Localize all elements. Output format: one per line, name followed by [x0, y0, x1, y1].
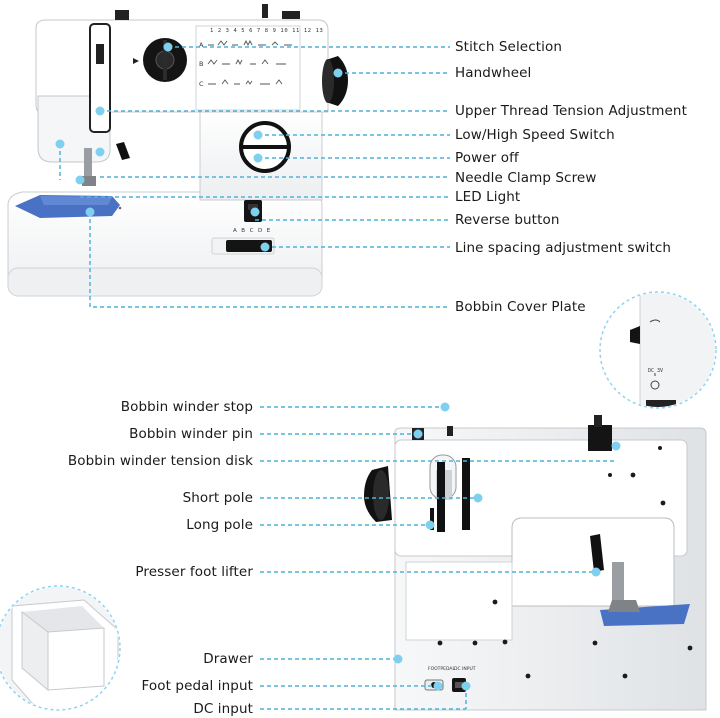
label-reverse-button: Reverse button	[455, 212, 560, 228]
label-short-pole: Short pole	[182, 490, 253, 506]
front-dots	[55, 42, 343, 252]
inset-port-label: DC 3V	[648, 368, 664, 374]
inset-drawer	[0, 585, 121, 711]
label-long-pole: Long pole	[186, 517, 253, 533]
label-bobbin-winder-tension-disk: Bobbin winder tension disk	[67, 453, 253, 469]
label-drawer: Drawer	[203, 651, 253, 667]
front-leaders	[59, 46, 450, 308]
back-dots	[393, 402, 621, 691]
label-dc-input: DC input	[193, 701, 253, 717]
label-speed-switch: Low/High Speed Switch	[455, 127, 615, 143]
back-machine: FOOTPEDAL DC INPUT	[364, 415, 707, 711]
label-foot-pedal-input: Foot pedal input	[141, 678, 253, 694]
front-machine: A B C A	[7, 4, 348, 297]
label-handwheel: Handwheel	[455, 65, 532, 81]
label-stitch-selection: Stitch Selection	[455, 39, 562, 55]
label-power-off: Power off	[455, 150, 519, 166]
panel-letter-c: C	[199, 80, 204, 88]
spacing-letters: A B C D E	[233, 228, 272, 234]
panel-letter-a: A	[199, 41, 204, 49]
label-bobbin-winder-stop: Bobbin winder stop	[120, 399, 253, 415]
label-line-spacing-switch: Line spacing adjustment switch	[455, 240, 672, 256]
panel-letter-b: B	[199, 60, 203, 68]
label-led-light: LED Light	[455, 189, 521, 205]
label-bobbin-winder-pin: Bobbin winder pin	[129, 426, 253, 442]
label-presser-foot-lifter: Presser foot lifter	[135, 564, 253, 580]
stitch-number-row: 1 2 3 4 5 6 7 8 9 10 11 12 13	[210, 28, 324, 34]
port-caption-left: FOOTPEDAL	[428, 666, 455, 672]
label-upper-thread-tension: Upper Thread Tension Adjustment	[455, 103, 687, 119]
label-needle-clamp-screw: Needle Clamp Screw	[455, 170, 597, 186]
inset-side-panel	[599, 291, 717, 409]
label-bobbin-cover-plate: Bobbin Cover Plate	[455, 299, 586, 315]
port-caption-right: DC INPUT	[454, 666, 476, 672]
